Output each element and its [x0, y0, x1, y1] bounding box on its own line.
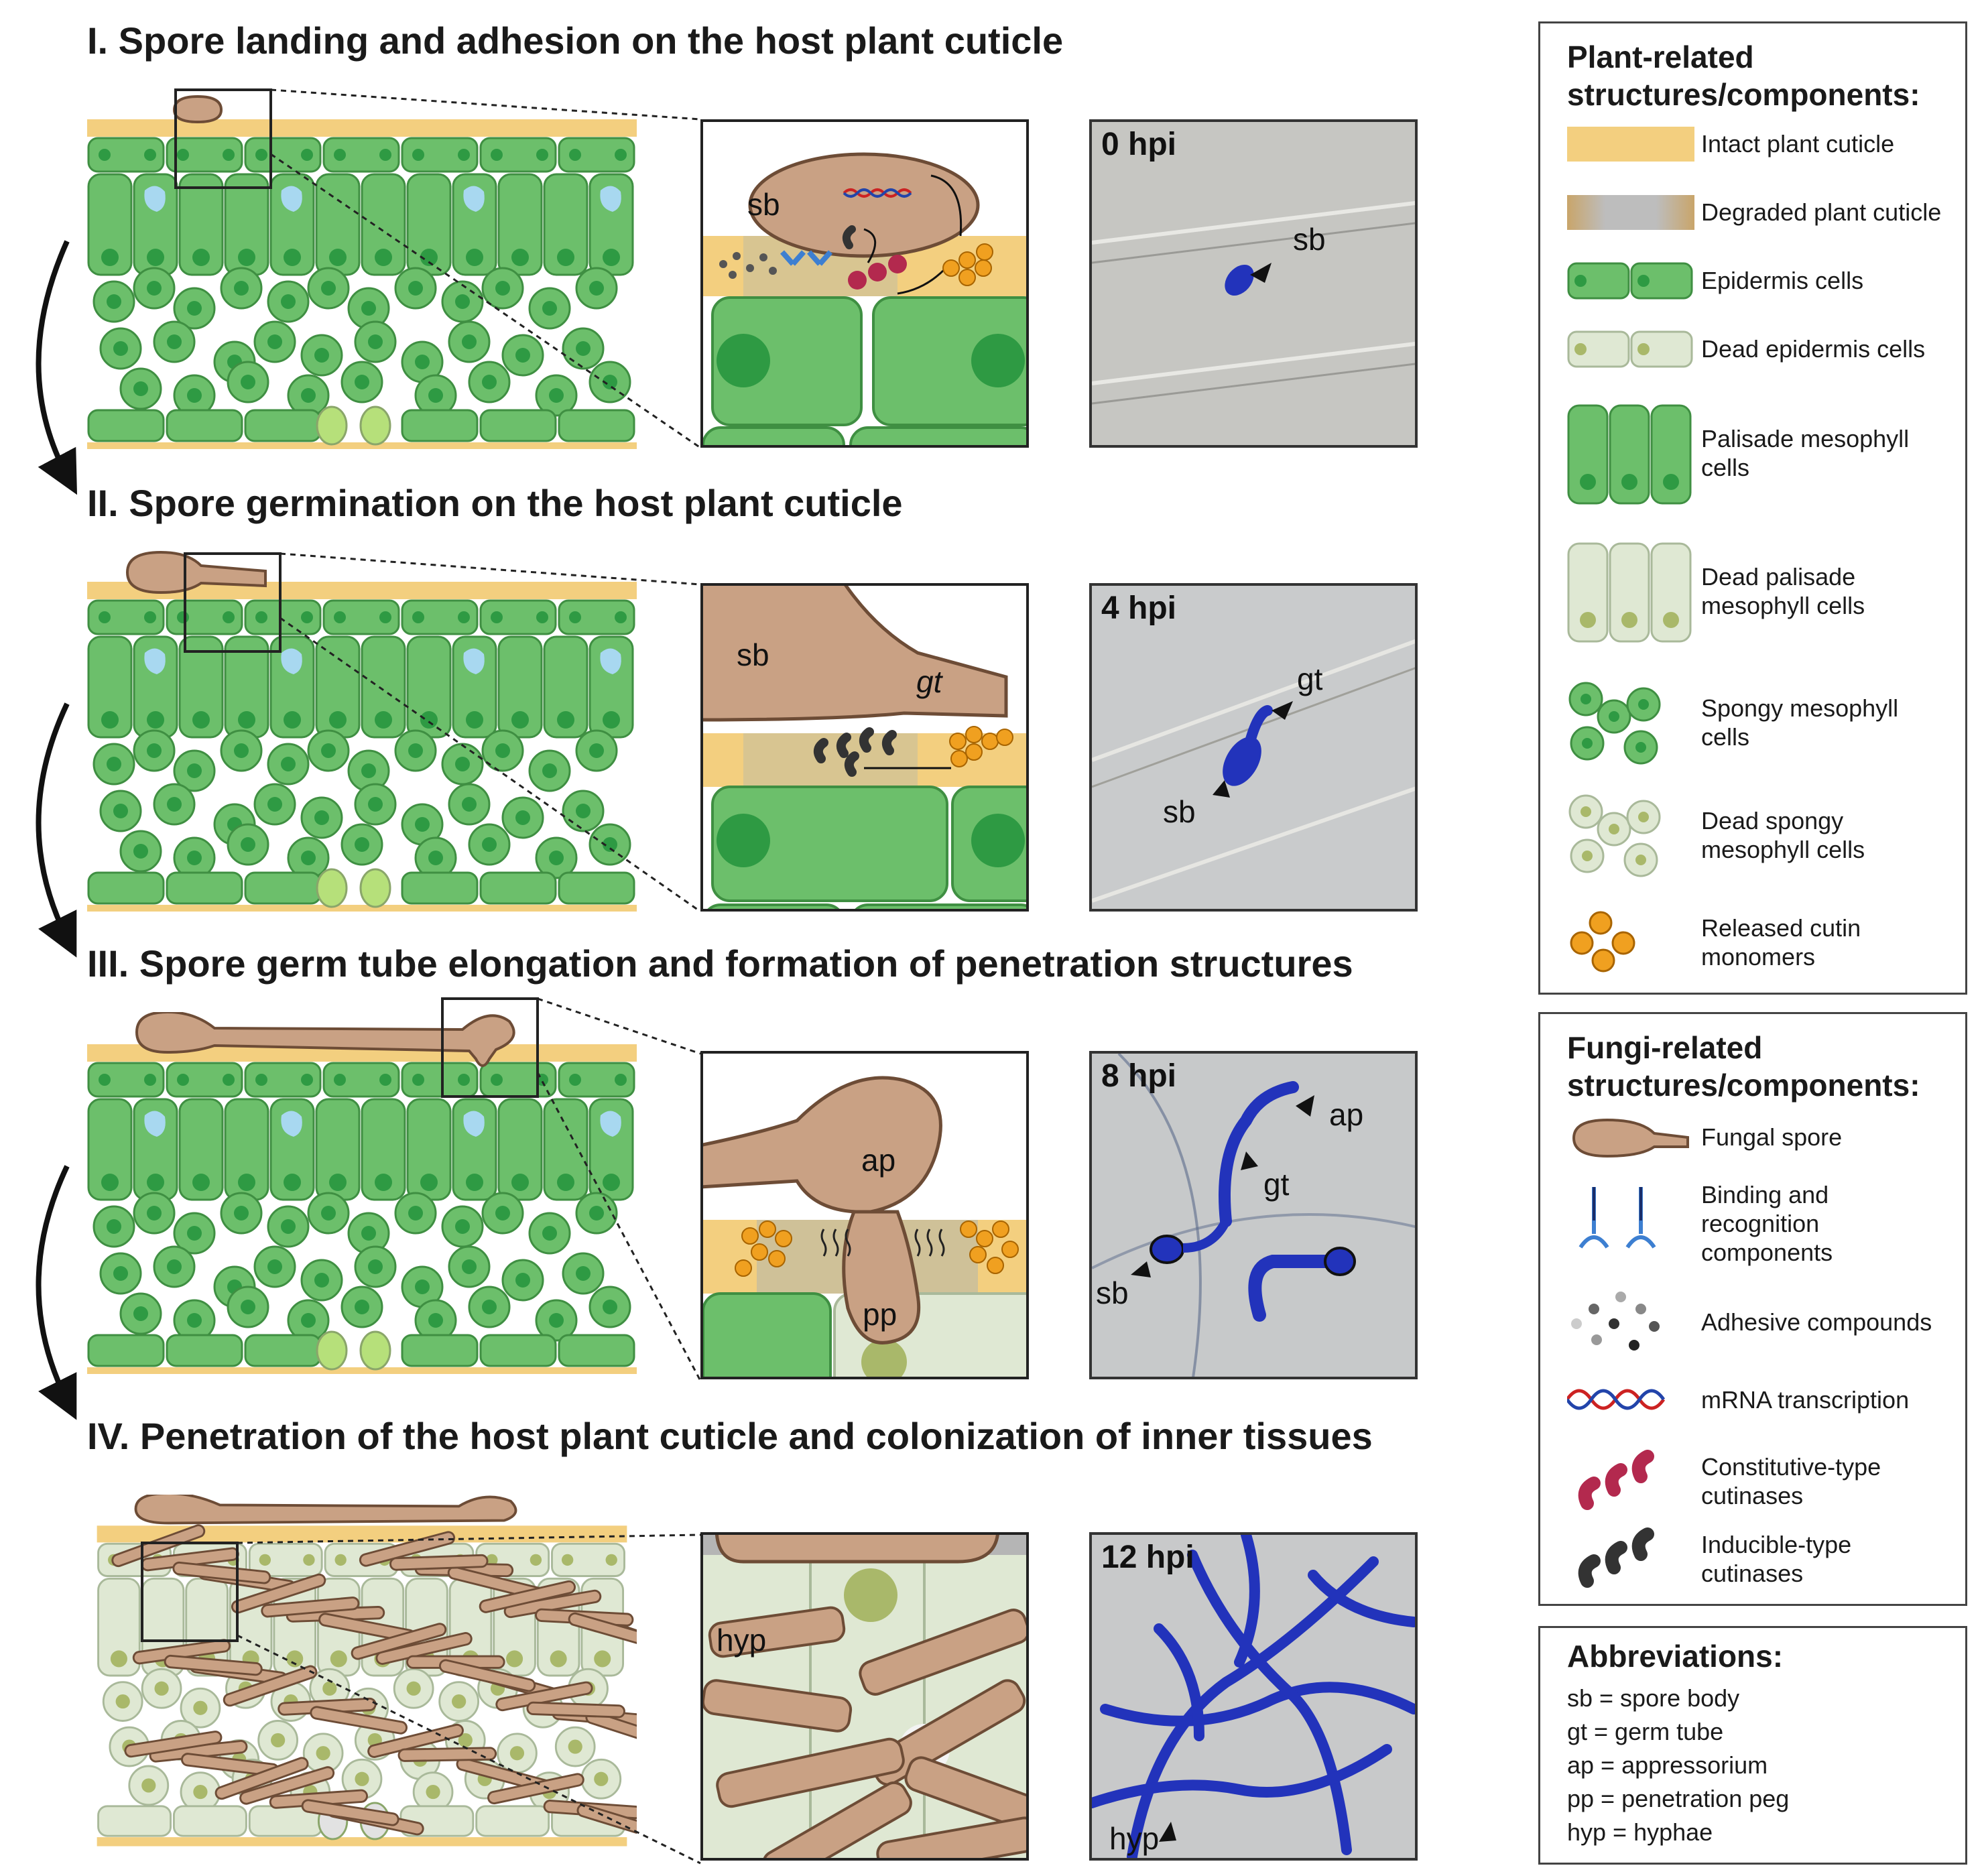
flow-arrow-2 [36, 702, 77, 958]
abbr-pp: pp = penetration peg [1567, 1785, 1790, 1812]
legend-item-spongy-cells: Spongy mesophyll cells [1567, 680, 1942, 767]
legend-item-intact-cuticle: Intact plant cuticle [1567, 124, 1942, 164]
flow-arrow-3 [36, 1165, 77, 1420]
legend-item-epidermis-cells: Epidermis cells [1567, 261, 1942, 301]
leaf-section-2 [87, 550, 637, 912]
legend-plant: Plant-related structures/components: Int… [1538, 21, 1967, 995]
zoom-3-label-pp: pp [863, 1297, 897, 1332]
legend-item-dead-epidermis-cells: Dead epidermis cells [1567, 329, 1942, 369]
legend-item-cutin-monomers: Released cutin monomers [1567, 908, 1942, 975]
abbreviations-heading: Abbreviations: [1567, 1639, 1784, 1674]
abbr-sb: sb = spore body [1567, 1684, 1740, 1712]
zoom-connectors [141, 88, 702, 1865]
abbr-gt: gt = germ tube [1567, 1718, 1724, 1745]
leaf-section-3 [87, 1012, 637, 1374]
panel-1-title: I. Spore landing and adhesion on the hos… [87, 19, 1064, 62]
micrograph-12hpi: 12 hpi hyp [1089, 1532, 1418, 1861]
zoom-1-label-sb: sb [747, 187, 780, 222]
zoom-2-label-gt: gt [916, 664, 942, 699]
legend-plant-heading: Plant-related structures/components: [1567, 40, 1920, 112]
legend-item-palisade-cells: Palisade mesophyll cells [1567, 404, 1942, 505]
legend-item-inducible-cutinases: Inducible-type cutinases [1567, 1521, 1942, 1594]
legend-item-constitutive-cutinases: Constitutive-type cutinases [1567, 1443, 1942, 1517]
panel-3-title: III. Spore germ tube elongation and form… [87, 942, 1353, 985]
zoom-region-4 [141, 1542, 239, 1642]
hpi-label-4: 4 hpi [1101, 590, 1177, 626]
abbr-ap: ap = appressorium [1567, 1751, 1768, 1779]
legend-item-degraded-cuticle: Degraded plant cuticle [1567, 192, 1942, 233]
mrna-strand [843, 188, 912, 198]
zoom-region-2 [184, 552, 282, 653]
zoom-panel-1: sb [700, 119, 1029, 448]
legend-item-mrna-transcription: mRNA transcription [1567, 1376, 1942, 1423]
zoom-panel-4: hyp [700, 1532, 1029, 1861]
legend-item-binding-components: Binding and recognition components [1567, 1180, 1942, 1267]
micrograph-8hpi: 8 hpi ap gt sb [1089, 1051, 1418, 1379]
panel-2-title: II. Spore germination on the host plant … [87, 482, 903, 524]
hpi-label-12: 12 hpi [1101, 1540, 1194, 1575]
micro-2-label-gt: gt [1297, 662, 1323, 696]
micro-2-label-sb: sb [1163, 794, 1196, 829]
abbr-hyp: hyp = hyphae [1567, 1818, 1713, 1846]
abbreviations-box: Abbreviations: sb = spore body gt = germ… [1538, 1626, 1967, 1865]
zoom-2-label-sb: sb [737, 637, 769, 672]
zoom-3-label-ap: ap [861, 1143, 896, 1178]
micrograph-0hpi: 0 hpi sb [1089, 119, 1418, 448]
micro-4-label-hyp: hyp [1109, 1821, 1160, 1856]
micro-1-label-sb: sb [1293, 222, 1326, 257]
stage-flow-arrows [36, 240, 78, 1420]
hpi-label-8: 8 hpi [1101, 1058, 1177, 1094]
flow-arrow-1 [36, 240, 78, 495]
zoom-4-label-hyp: hyp [717, 1623, 767, 1658]
zoom-region-1 [174, 88, 272, 189]
legend-item-adhesive-compounds: Adhesive compounds [1567, 1289, 1942, 1356]
zoom-panel-3: ap pp [700, 1051, 1029, 1379]
legend-item-fungal-spore: Fungal spore [1567, 1115, 1942, 1162]
leaf-section-4 [97, 1495, 637, 1847]
legend-fungi: Fungi-related structures/components: Fun… [1538, 1012, 1967, 1606]
leaf-section-1 [87, 95, 637, 449]
legend-item-dead-palisade-cells: Dead palisade mesophyll cells [1567, 542, 1942, 643]
hpi-label-0: 0 hpi [1101, 127, 1177, 162]
panel-4-title: IV. Penetration of the host plant cuticl… [87, 1415, 1373, 1457]
legend-fungi-heading: Fungi-related structures/components: [1567, 1030, 1920, 1103]
micro-3-label-gt: gt [1263, 1167, 1290, 1202]
micro-3-label-ap: ap [1329, 1097, 1364, 1132]
zoom-panel-2: sb gt [700, 583, 1029, 912]
legend-item-dead-spongy-cells: Dead spongy mesophyll cells [1567, 793, 1942, 880]
micro-3-label-sb: sb [1096, 1275, 1129, 1310]
micrograph-4hpi: 4 hpi gt sb [1089, 583, 1418, 912]
zoom-region-3 [441, 997, 539, 1098]
